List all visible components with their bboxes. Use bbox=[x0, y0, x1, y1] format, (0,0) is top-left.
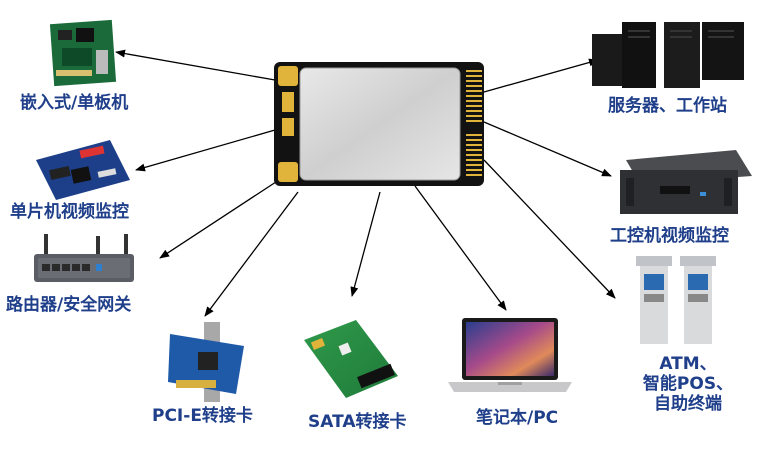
sata-adapter-icon bbox=[304, 320, 398, 398]
atm-kiosk-icon bbox=[636, 256, 716, 344]
arrow-industrial bbox=[483, 121, 612, 177]
arrow-scm bbox=[135, 129, 276, 172]
mcu-board-icon bbox=[36, 140, 130, 200]
label-atm-line3: 自助终端 bbox=[654, 394, 722, 414]
arrow-laptop bbox=[414, 185, 507, 311]
label-sata: SATA转接卡 bbox=[308, 412, 407, 432]
router-icon bbox=[34, 234, 134, 282]
label-scm-video: 单片机视频监控 bbox=[10, 202, 129, 222]
industrial-pc-icon bbox=[620, 150, 752, 214]
msata-card-icon bbox=[274, 62, 484, 186]
arrow-sata bbox=[350, 191, 381, 297]
arrow-router bbox=[159, 177, 283, 259]
arrow-server bbox=[483, 58, 599, 93]
pcie-adapter-icon bbox=[168, 322, 244, 402]
label-router: 路由器/安全网关 bbox=[6, 295, 132, 315]
label-pcie: PCI-E转接卡 bbox=[152, 406, 253, 426]
arrow-atm bbox=[483, 159, 616, 299]
label-embedded: 嵌入式/单板机 bbox=[20, 93, 129, 113]
label-atm: ATM、 智能POS、 自助终端 bbox=[624, 354, 752, 414]
arrow-embedded bbox=[115, 49, 276, 81]
embedded-board-icon bbox=[49, 19, 117, 87]
arrows bbox=[115, 49, 616, 317]
arrow-pcie bbox=[204, 191, 299, 317]
server-tower-icon bbox=[592, 22, 744, 88]
laptop-icon bbox=[448, 318, 572, 392]
label-laptop: 笔记本/PC bbox=[476, 408, 559, 428]
label-atm-line2: 智能POS、 bbox=[642, 374, 734, 394]
label-industrial: 工控机视频监控 bbox=[610, 226, 729, 246]
label-atm-line1: ATM、 bbox=[659, 354, 717, 374]
label-server: 服务器、工作站 bbox=[608, 96, 727, 116]
